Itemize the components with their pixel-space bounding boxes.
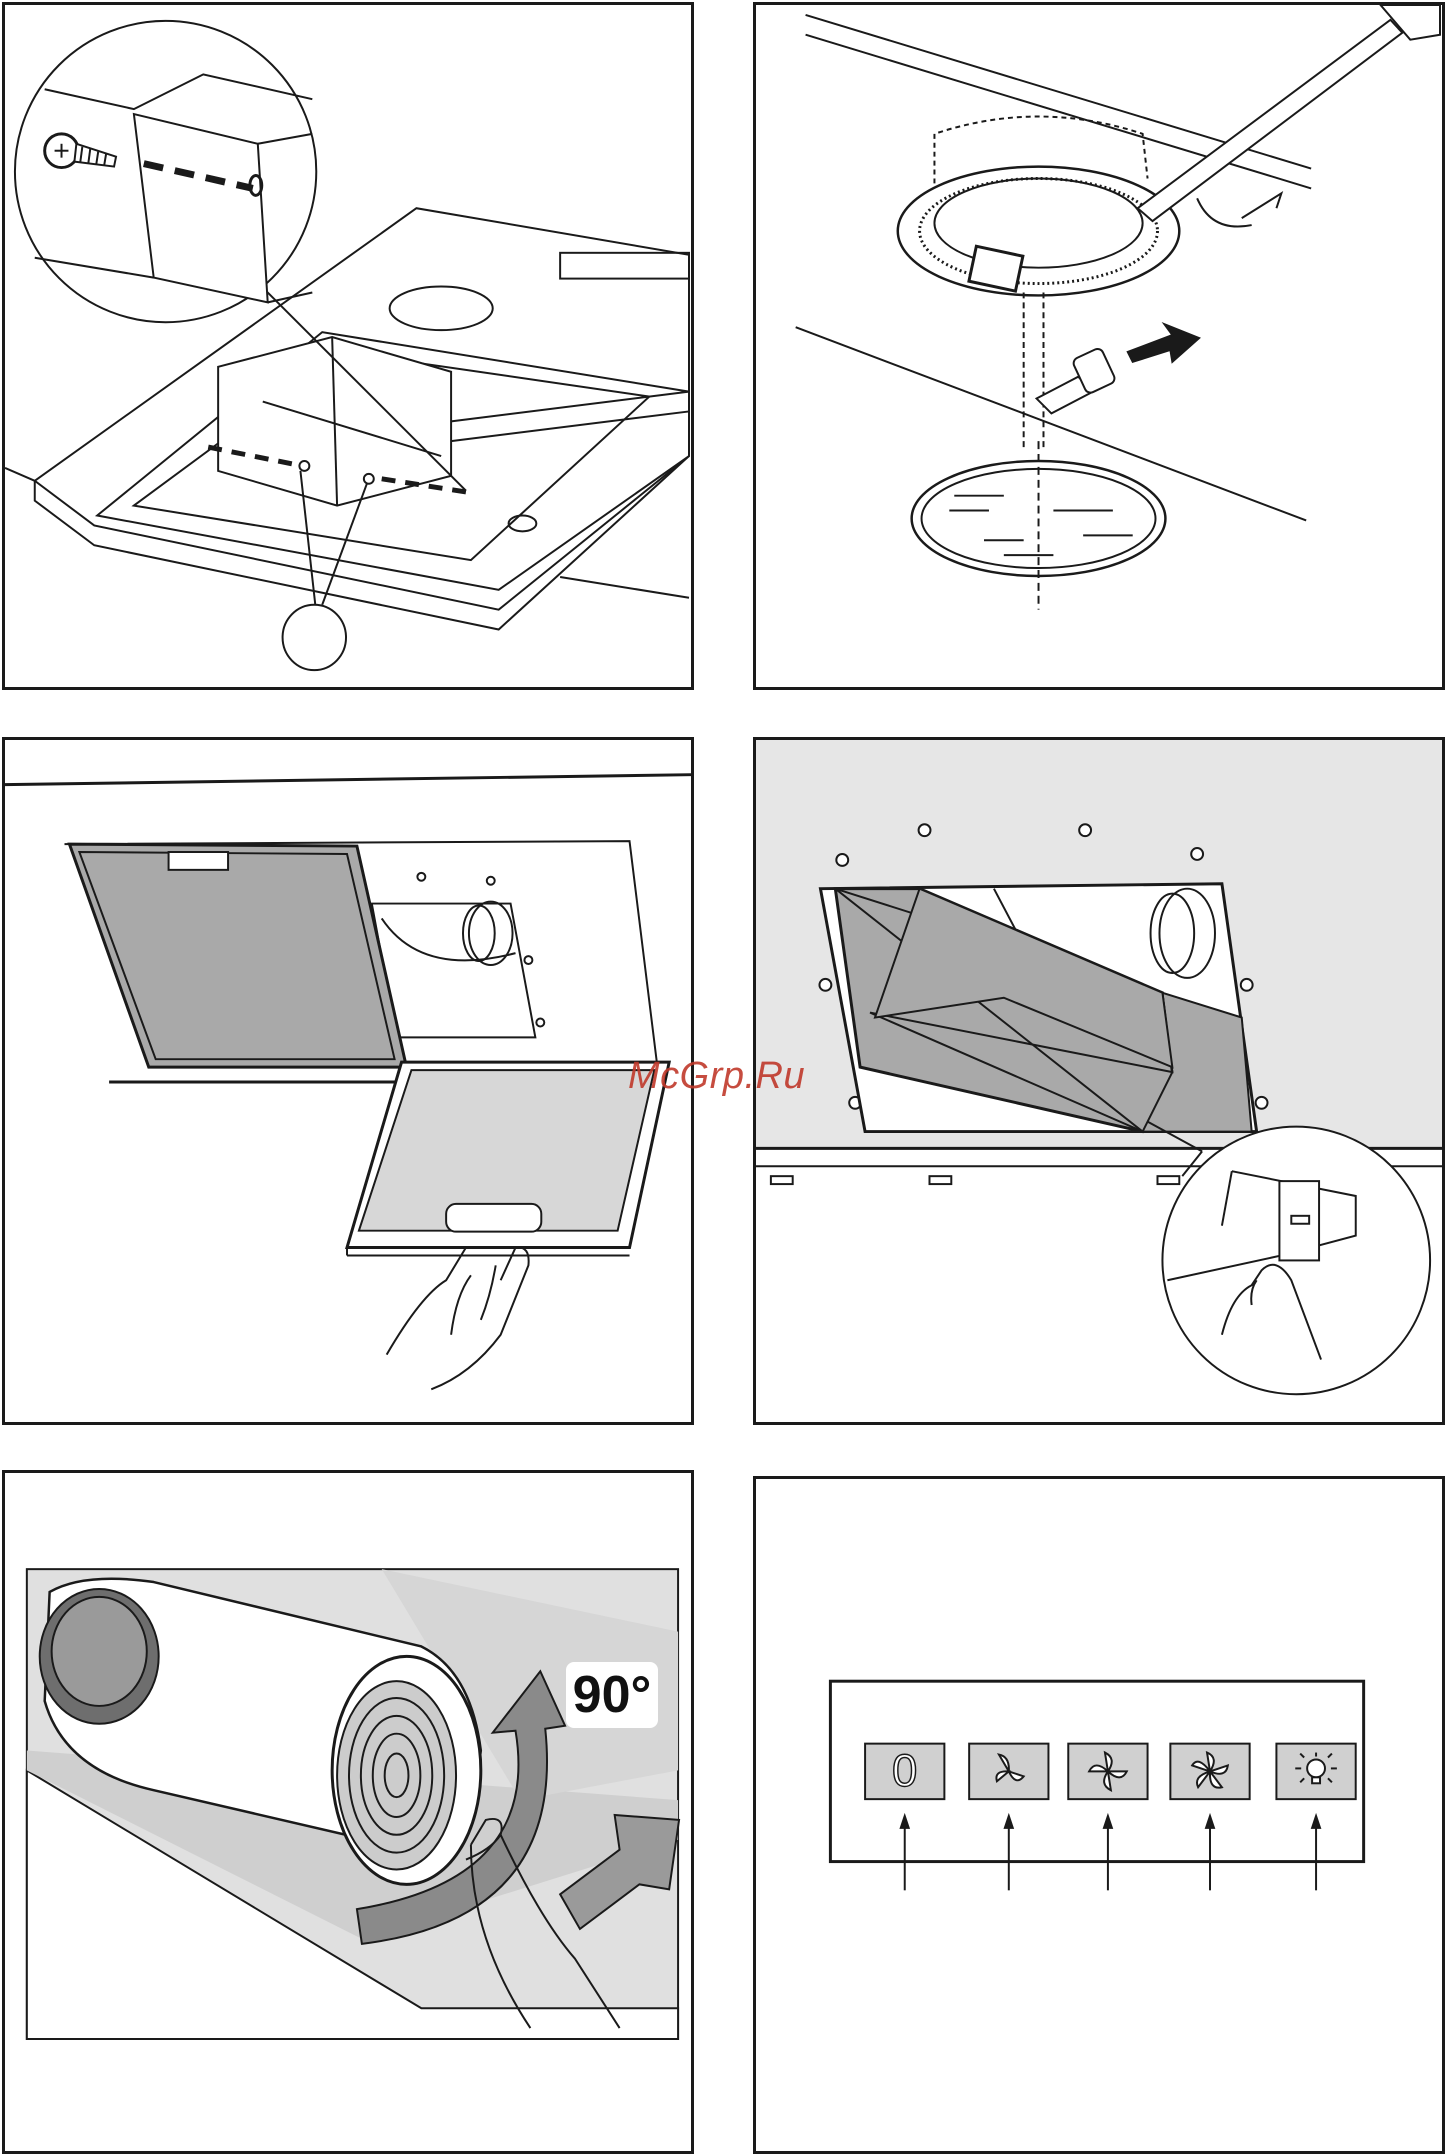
light-bulb-icon [1276, 1744, 1355, 1891]
off-zero-icon: 0 [865, 1744, 944, 1891]
illustration-filter-latch [753, 737, 1445, 1425]
illustration-control-panel: 0 [753, 1476, 1445, 2154]
illustration-hood-screws [2, 2, 694, 690]
watermark: McGrp.Ru [628, 1055, 805, 1098]
fan-speed-1-icon [969, 1744, 1048, 1891]
carbon-filter-drawing [5, 1473, 691, 2151]
illustration-carbon-filter-rotate [2, 1470, 694, 2154]
hood-screws-drawing [5, 5, 691, 687]
filter-removal-drawing [5, 740, 691, 1422]
fan-speed-3-icon [1170, 1744, 1249, 1891]
rotation-angle-label: 90° [566, 1662, 658, 1728]
illustration-filter-removal [2, 737, 694, 1425]
filter-latch-drawing [756, 740, 1442, 1422]
fan-speed-2-icon [1068, 1744, 1147, 1891]
illustration-lamp-replacement [753, 2, 1445, 690]
control-panel-drawing: 0 [756, 1479, 1442, 2151]
lamp-replacement-drawing [756, 5, 1442, 687]
svg-text:0: 0 [892, 1745, 917, 1796]
